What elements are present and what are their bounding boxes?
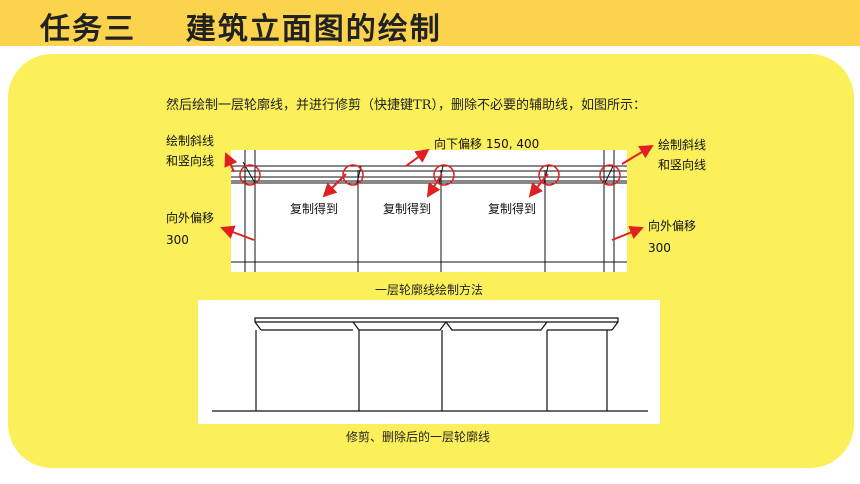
- highlight-circle-2: [342, 164, 364, 186]
- arrow-right-slant: [621, 144, 654, 165]
- highlight-circle-1: [239, 164, 261, 186]
- note-copy-3: 复制得到: [488, 202, 537, 216]
- figure-1-caption: 一层轮廓线绘制方法: [375, 283, 484, 297]
- note-left-offset-line2: 300: [166, 233, 189, 247]
- title-bar: 任务三 建筑立面图的绘制: [0, 0, 860, 47]
- slant-line-4: [543, 165, 549, 184]
- arrow-left-offset: [220, 225, 255, 241]
- highlight-circle-5: [599, 164, 621, 186]
- figure-2-svg: [212, 317, 648, 412]
- figure-1-svg: [231, 150, 627, 272]
- page-title: 任务三 建筑立面图的绘制: [40, 12, 442, 47]
- figure-1-drawing: [231, 150, 627, 272]
- arrow-offset-down: [405, 148, 430, 167]
- note-right-offset-line2: 300: [648, 241, 671, 255]
- arrow-copy-3: [528, 173, 549, 198]
- slant-line-5: [604, 165, 614, 184]
- note-left-slant-line2: 和竖向线: [166, 154, 215, 168]
- note-left-slant-line1: 绘制斜线: [166, 134, 215, 148]
- arrow-copy-1: [322, 173, 347, 198]
- cornice-middle-slants: [352, 321, 548, 331]
- note-right-slant-line2: 和竖向线: [658, 158, 707, 172]
- cornice-slants: [254, 321, 619, 331]
- arrow-right-offset: [611, 225, 644, 241]
- arrow-copy-2: [426, 173, 443, 198]
- highlight-circle-3: [433, 164, 455, 186]
- figure-2-drawing: [198, 300, 660, 424]
- highlight-circle-4: [538, 164, 560, 186]
- note-offset-down: 向下偏移 150, 400: [434, 137, 540, 151]
- intro-text: 然后绘制一层轮廓线，并进行修剪（快捷键TR），删除不必要的辅助线，如图所示：: [166, 98, 646, 113]
- cornice-top: [254, 317, 619, 323]
- note-right-slant-line1: 绘制斜线: [658, 138, 707, 152]
- arrow-left-slant: [224, 152, 238, 173]
- note-copy-2: 复制得到: [383, 202, 432, 216]
- note-copy-1: 复制得到: [290, 202, 339, 216]
- figure-2-caption: 修剪、删除后的一层轮廓线: [346, 430, 491, 444]
- note-right-offset-line1: 向外偏移: [648, 219, 697, 233]
- note-left-offset-line1: 向外偏移: [166, 211, 215, 225]
